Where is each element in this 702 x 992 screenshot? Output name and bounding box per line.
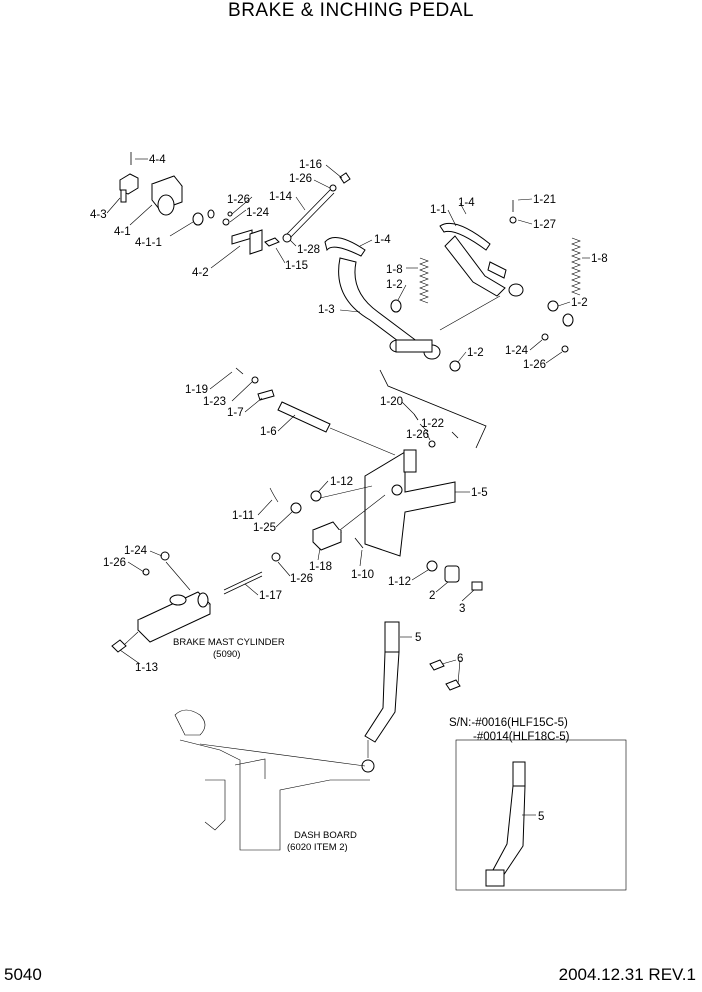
label-5: 5 <box>415 632 421 644</box>
page-title: BRAKE & INCHING PEDAL <box>228 0 474 21</box>
label-1-13: 1-13 <box>135 662 158 674</box>
label-1-1: 1-1 <box>430 204 447 216</box>
label-1-2: 1-2 <box>467 347 484 359</box>
label-1-14: 1-14 <box>269 191 293 203</box>
label-1-10: 1-10 <box>351 569 374 581</box>
page-number: 5040 <box>4 965 42 984</box>
leader-lines <box>106 158 590 816</box>
label-1-26: 1-26 <box>103 557 126 569</box>
label-1-2: 1-2 <box>571 297 588 309</box>
label-4-2: 4-2 <box>192 267 209 279</box>
label-2: 2 <box>429 590 435 602</box>
label-1-24: 1-24 <box>505 345 529 357</box>
label-1-21: 1-21 <box>533 194 556 206</box>
label-4-1-1: 4-1-1 <box>135 237 162 249</box>
label-1-27: 1-27 <box>533 219 556 231</box>
label-1-26: 1-26 <box>523 359 546 371</box>
label-1-20: 1-20 <box>380 396 403 408</box>
label-4-4: 4-4 <box>149 154 166 166</box>
label-1-25: 1-25 <box>253 522 276 534</box>
label-3: 3 <box>459 603 465 615</box>
label-1-4: 1-4 <box>374 234 391 246</box>
label-1-5: 1-5 <box>471 487 488 499</box>
note-serial-line-1: S/N:-#0016(HLF15C-5) <box>449 717 568 729</box>
label-4-3: 4-3 <box>90 209 107 221</box>
label-1-16: 1-16 <box>299 159 322 171</box>
label-1-6: 1-6 <box>260 426 277 438</box>
label-1-22: 1-22 <box>421 418 444 430</box>
part-labels: 4-4 4-3 4-1 4-1-1 4-2 1-26 1-24 1-16 1-2… <box>90 154 608 823</box>
part-shapes <box>111 152 627 891</box>
note-brake-master-cylinder-ref: (5090) <box>213 649 240 660</box>
label-1-8: 1-8 <box>386 264 403 276</box>
label-6: 6 <box>457 653 463 665</box>
note-dash-board-ref: (6020 ITEM 2) <box>287 842 348 853</box>
label-1-28: 1-28 <box>297 244 320 256</box>
revision-date: 2004.12.31 REV.1 <box>558 965 696 984</box>
note-serial-line-2: -#0014(HLF18C-5) <box>473 731 570 743</box>
label-1-15: 1-15 <box>285 260 308 272</box>
note-brake-master-cylinder: BRAKE MAST CYLINDER <box>173 637 285 648</box>
label-1-3: 1-3 <box>318 304 335 316</box>
label-1-26: 1-26 <box>290 573 313 585</box>
note-dash-board: DASH BOARD <box>294 830 357 841</box>
label-1-12: 1-12 <box>388 576 411 588</box>
label-1-24: 1-24 <box>124 545 148 557</box>
label-4-1: 4-1 <box>114 226 131 238</box>
label-1-18: 1-18 <box>309 561 332 573</box>
label-1-7: 1-7 <box>227 407 244 419</box>
label-1-23: 1-23 <box>203 396 226 408</box>
label-1-11: 1-11 <box>232 510 254 522</box>
label-1-8: 1-8 <box>591 253 608 265</box>
label-1-24: 1-24 <box>246 207 270 219</box>
diagram-notes: BRAKE MAST CYLINDER (5090) DASH BOARD (6… <box>173 637 570 853</box>
label-1-26: 1-26 <box>289 173 312 185</box>
label-1-4: 1-4 <box>458 197 475 209</box>
label-1-26: 1-26 <box>406 429 429 441</box>
label-1-17: 1-17 <box>259 590 282 602</box>
label-1-19: 1-19 <box>185 384 208 396</box>
label-1-12: 1-12 <box>330 476 353 488</box>
label-5: 5 <box>538 811 544 823</box>
label-1-2: 1-2 <box>386 279 403 291</box>
label-1-26: 1-26 <box>227 194 250 206</box>
